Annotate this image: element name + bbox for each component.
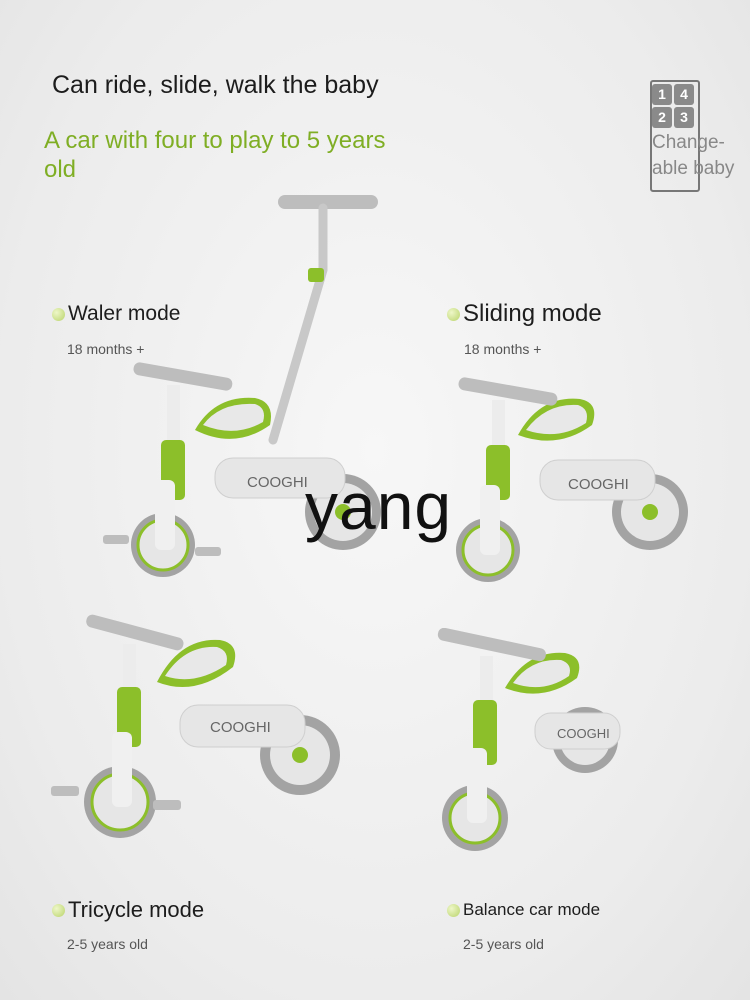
mode-age-walker: 18 months + — [67, 341, 145, 357]
mode-title-text: Sliding mode — [463, 300, 602, 327]
bullet-dot-icon — [447, 903, 460, 917]
mode-age-sliding: 18 months + — [464, 341, 542, 357]
bullet-dot-icon — [447, 307, 460, 321]
mode-title-sliding: Sliding mode — [447, 300, 602, 328]
mode-age-tricycle: 2-5 years old — [67, 936, 148, 952]
badge-number-grid: 1 4 2 3 — [652, 84, 694, 128]
bullet-dot-icon — [52, 903, 65, 917]
mode-age-balance-car: 2-5 years old — [463, 936, 544, 952]
badge-digit: 4 — [674, 84, 694, 105]
mode-title-text: Balance car mode — [463, 900, 601, 919]
badge-digit: 2 — [652, 107, 672, 128]
subheadline: A car with four to play to 5 years old — [44, 127, 386, 183]
mode-title-text: Tricycle mode — [68, 897, 205, 922]
badge-digit: 3 — [674, 107, 694, 128]
badge-digit: 1 — [652, 84, 672, 105]
brand-label: COOGHI — [557, 726, 610, 741]
sliding-mode-bike-image: COOGHI — [456, 377, 688, 582]
brand-label: COOGHI — [247, 474, 308, 491]
changeable-badge — [650, 80, 700, 192]
mode-title-text: Waler mode — [68, 302, 181, 325]
mode-title-tricycle: Tricycle mode — [52, 897, 204, 923]
balance-car-mode-bike-image: COOGHI — [437, 628, 621, 851]
watermark-text: yang — [305, 469, 453, 543]
badge-label: Change-able baby — [652, 132, 735, 179]
tricycle-mode-bike-image: COOGHI — [51, 614, 340, 838]
brand-label: COOGHI — [210, 719, 271, 736]
bullet-dot-icon — [52, 307, 65, 321]
brand-label: COOGHI — [568, 476, 629, 493]
headline: Can ride, slide, walk the baby — [52, 71, 379, 99]
mode-title-balance-car: Balance car mode — [447, 900, 600, 920]
mode-title-walker: Waler mode — [52, 302, 180, 326]
walker-mode-bike-image: COOGHI — [103, 195, 381, 577]
